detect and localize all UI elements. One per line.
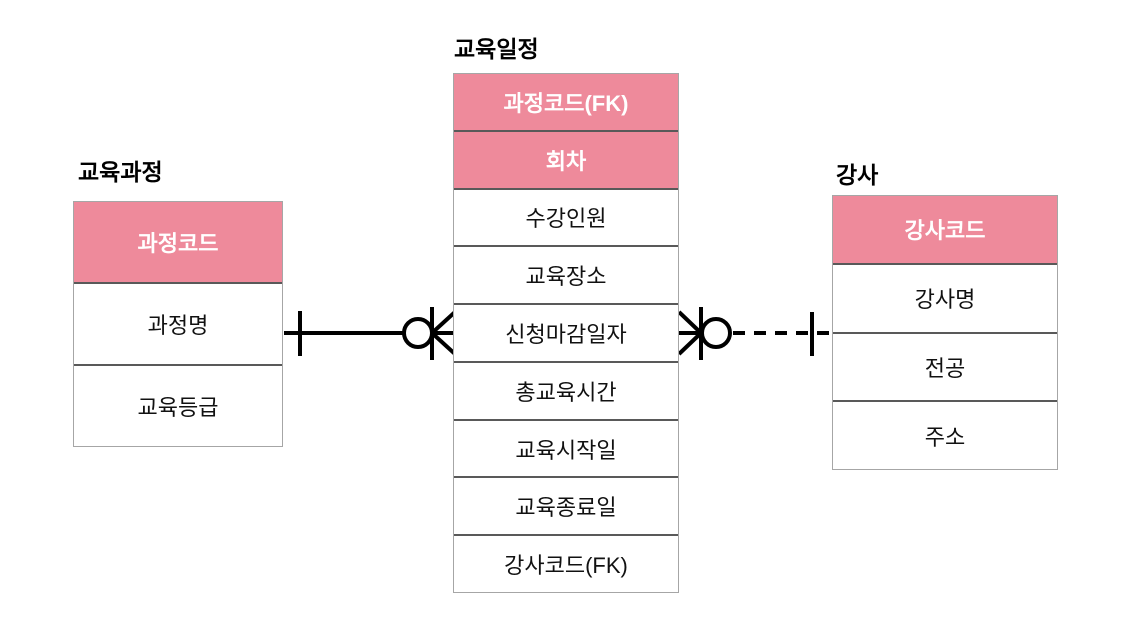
entity-table-course: 과정코드 과정명 교육등급: [73, 201, 283, 447]
attribute-row-pk: 회차: [454, 129, 678, 188]
attribute-row: 교육장소: [454, 245, 678, 303]
zero-cardinality-circle: [700, 317, 732, 349]
attribute-row: 수강인원: [454, 187, 678, 246]
attribute-row-pk: 강사코드: [833, 196, 1057, 263]
attribute-row: 총교육시간: [454, 360, 678, 419]
attribute-row: 과정명: [74, 282, 282, 364]
entity-title-course: 교육과정: [78, 159, 163, 185]
relationship-course-schedule: [284, 307, 457, 360]
zero-cardinality-circle: [402, 317, 434, 349]
attribute-row-pk: 과정코드: [74, 202, 282, 282]
many-crow-foot: [430, 310, 457, 356]
attribute-row-pk: 과정코드(FK): [454, 74, 678, 130]
attribute-row: 강사코드(FK): [454, 534, 678, 592]
attribute-row: 교육시작일: [454, 418, 678, 477]
attribute-row: 강사명: [833, 262, 1057, 332]
attribute-row: 전공: [833, 331, 1057, 401]
attribute-row: 교육등급: [74, 364, 282, 446]
entity-title-schedule: 교육일정: [454, 36, 539, 62]
entity-table-instructor: 강사코드 강사명 전공 주소: [832, 195, 1058, 470]
entity-title-instructor: 강사: [836, 162, 879, 188]
relationship-schedule-instructor: [677, 307, 831, 360]
entity-table-schedule: 과정코드(FK) 회차 수강인원 교육장소 신청마감일자 총교육시간 교육시작일…: [453, 73, 679, 593]
attribute-row: 주소: [833, 400, 1057, 469]
attribute-row: 신청마감일자: [454, 303, 678, 361]
attribute-row: 교육종료일: [454, 476, 678, 534]
many-crow-foot: [677, 310, 703, 356]
